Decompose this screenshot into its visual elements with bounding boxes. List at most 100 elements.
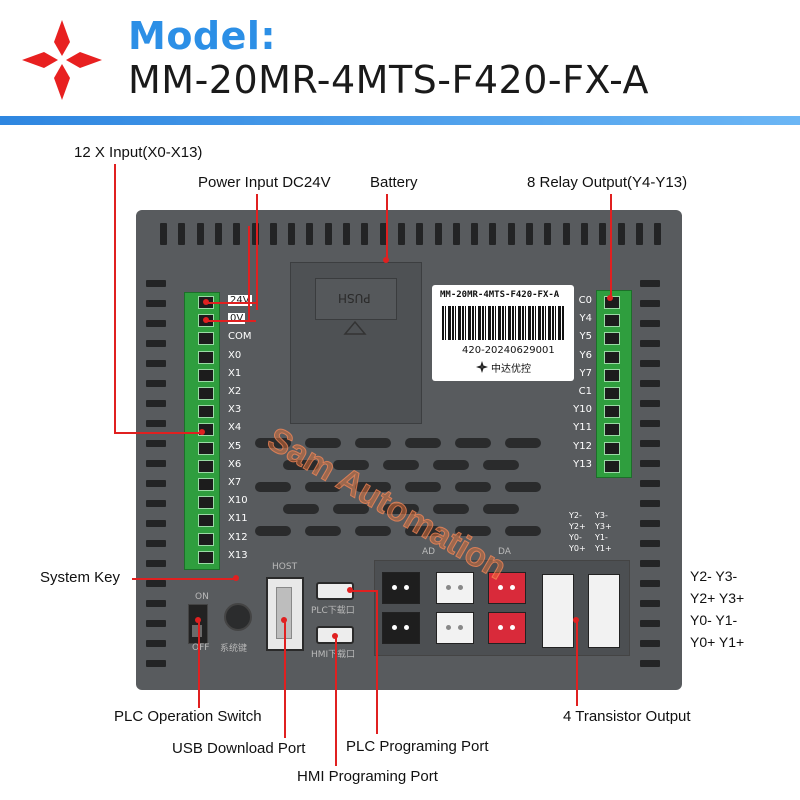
- transistor-label: Y2-: [569, 511, 582, 520]
- vent-slot: [640, 580, 660, 587]
- callout-line: [376, 590, 378, 734]
- vent-slot: [455, 438, 491, 448]
- ad-white-connector-bottom[interactable]: [436, 612, 474, 644]
- callout-transistor: 4 Transistor Output: [563, 708, 691, 725]
- terminal-screw: [604, 368, 620, 382]
- transistor-label: Y1+: [595, 544, 612, 553]
- brand-logo-icon: [22, 20, 102, 100]
- sticker-model: MM-20MR-4MTS-F420-FX-A: [440, 290, 560, 300]
- terminal-screw: [198, 332, 214, 346]
- ad-connector-top[interactable]: [382, 572, 420, 604]
- da-connector-top[interactable]: [488, 572, 526, 604]
- vent-slot: [146, 360, 166, 367]
- pin: [510, 625, 515, 630]
- vent-slot: [489, 223, 497, 245]
- terminal-label: X13: [228, 549, 248, 561]
- terminal-screw: [604, 387, 620, 400]
- vent-slot: [146, 600, 166, 607]
- terminal-label: Y5: [579, 331, 592, 343]
- vent-slot: [505, 438, 541, 448]
- vent-slot: [640, 480, 660, 487]
- pin: [404, 625, 409, 630]
- terminal-label: Y11: [573, 422, 592, 434]
- terminal-screw: [604, 423, 620, 437]
- terminal-label: X7: [228, 477, 242, 488]
- system-key-button[interactable]: [224, 603, 252, 631]
- sticker-serial: 420-20240629001: [462, 345, 555, 356]
- vent-slot: [526, 223, 533, 245]
- terminal-label: COM: [228, 331, 252, 343]
- vent-slot: [251, 223, 259, 245]
- terminal-screw: [198, 368, 214, 382]
- switch-toggle: [192, 625, 202, 637]
- transistor-connector-a[interactable]: [542, 574, 574, 648]
- terminal-label: X2: [228, 386, 242, 397]
- vent-slot: [452, 223, 460, 245]
- ad-white-connector-top[interactable]: [436, 572, 474, 604]
- vent-slot: [146, 560, 166, 567]
- vent-slot: [640, 440, 660, 447]
- terminal-label: X11: [228, 513, 248, 525]
- vent-slot: [640, 300, 660, 307]
- off-label: OFF: [192, 643, 210, 653]
- vent-slot: [160, 223, 167, 245]
- transistor-connector-b[interactable]: [588, 574, 620, 648]
- battery-push-tab[interactable]: PUSH: [315, 278, 397, 320]
- vent-slot: [306, 223, 314, 245]
- terminal-screw: [604, 405, 620, 419]
- terminal-screw: [198, 514, 214, 528]
- callout-y-line: Y0+ Y1+: [690, 634, 745, 650]
- vent-slot: [405, 438, 441, 448]
- vent-slot: [146, 640, 166, 647]
- vent-slot: [333, 504, 369, 514]
- vent-slot: [146, 480, 166, 487]
- terminal-label: C1: [578, 386, 592, 397]
- transistor-label: Y0-: [569, 533, 582, 542]
- vent-slot: [255, 482, 291, 492]
- vent-slot: [635, 223, 643, 245]
- ad-connector-bottom[interactable]: [382, 612, 420, 644]
- vent-slot: [146, 340, 166, 347]
- callout-dot: [203, 299, 209, 305]
- callout-line: [576, 620, 578, 706]
- vent-slot: [640, 360, 660, 367]
- vent-slot: [333, 460, 369, 470]
- callout-line: [206, 302, 256, 304]
- battery-push-label: PUSH: [338, 291, 371, 305]
- vent-slot: [433, 504, 469, 514]
- vent-slot: [355, 526, 391, 536]
- vent-slot: [640, 420, 660, 427]
- ad-label: AD: [422, 547, 436, 557]
- hmi-port-label: HMI下载口: [311, 650, 356, 660]
- callout-line: [350, 590, 376, 592]
- model-label: Model:: [128, 14, 277, 58]
- vent-slot: [146, 280, 166, 287]
- terminal-label: Y12: [573, 440, 592, 452]
- vent-slot: [146, 380, 166, 387]
- callout-usb-port: USB Download Port: [172, 740, 306, 757]
- callout-dot: [203, 317, 209, 323]
- vent-slot: [146, 400, 166, 407]
- terminal-screw: [604, 314, 620, 328]
- vent-slot: [405, 482, 441, 492]
- terminal-screw: [604, 332, 620, 346]
- pin: [510, 585, 515, 590]
- callout-line: [248, 226, 250, 322]
- callout-plc-switch: PLC Operation Switch: [114, 708, 262, 725]
- terminal-label: Y7: [579, 367, 592, 379]
- vent-slot: [288, 223, 296, 245]
- da-label: DA: [498, 547, 511, 557]
- transistor-label: Y3+: [595, 522, 612, 531]
- vent-slot: [397, 223, 405, 245]
- vent-slot: [305, 438, 341, 448]
- vent-slot: [640, 340, 660, 347]
- transistor-label: Y2+: [569, 522, 586, 531]
- vent-slot: [640, 600, 660, 607]
- vent-slot: [434, 223, 442, 245]
- callout-dot: [233, 575, 239, 581]
- callout-dot: [281, 617, 287, 623]
- terminal-screw: [198, 441, 214, 455]
- vent-slot: [379, 223, 387, 245]
- da-connector-bottom[interactable]: [488, 612, 526, 644]
- callout-x-input: 12 X Input(X0-X13): [74, 144, 203, 161]
